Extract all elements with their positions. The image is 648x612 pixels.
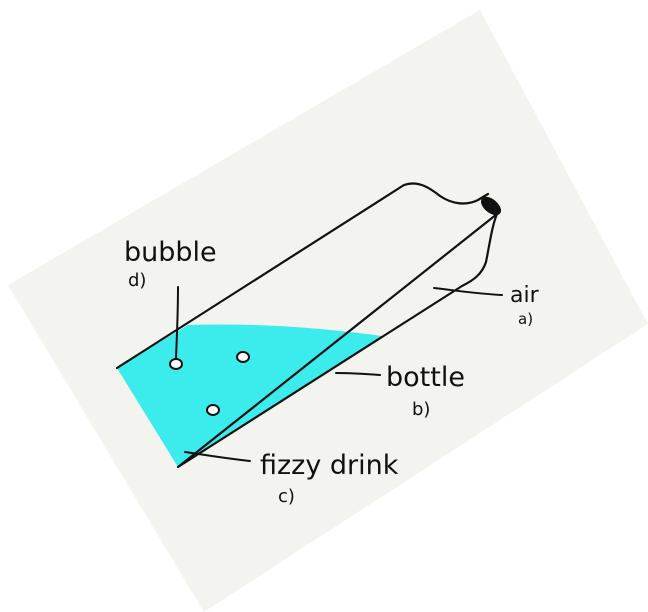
air-leader-line [433, 287, 503, 296]
paper-sheet [8, 10, 648, 612]
fizzy-drink-label: fizzy drink [260, 450, 399, 481]
bottle-mouth-icon [480, 196, 502, 216]
air-label: air [510, 283, 540, 308]
bubble-label: bubble [124, 237, 217, 268]
bottle-leader-line [335, 372, 381, 376]
fizzy-drink-liquid [117, 324, 382, 467]
bubble-circle [236, 351, 250, 363]
fizzy-drink-letter: c) [278, 486, 295, 507]
bottle-letter: b) [412, 399, 430, 420]
bottle-label: bottle [386, 362, 465, 393]
bubble-letter: d) [128, 270, 146, 291]
bubble-leader-line [175, 286, 179, 359]
bubble-circle [169, 358, 183, 370]
air-letter: a) [518, 310, 533, 328]
fizzy-drink-leader-line [184, 451, 251, 462]
bubble-circle [206, 404, 220, 416]
bottle-outline [115, 182, 499, 469]
